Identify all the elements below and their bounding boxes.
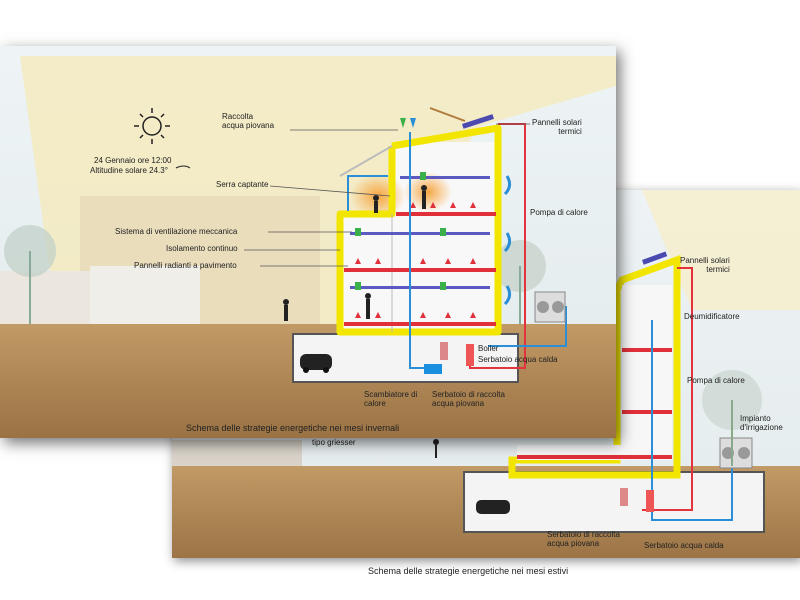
label-rain-collection: Raccolta acqua piovana (222, 112, 275, 130)
label-rain-tank: Serbatoio di raccolta acqua piovana (432, 390, 505, 408)
label-rain-tank-summer: Serbatoio di raccolta acqua piovana (547, 530, 620, 548)
winter-diagram-card: 24 Gennaio ore 12:00 Altitudine solare 2… (0, 46, 616, 438)
label-griesser: tipo griesser (312, 438, 356, 447)
heat-pump-icon (534, 291, 566, 323)
label-heat-exchanger: Scambiatore di calore (364, 390, 418, 408)
label-solar-altitude: Altitudine solare 24.3° (90, 166, 168, 175)
winter-section-drawing (0, 46, 616, 438)
label-hot-tank-summer: Serbatoio acqua calda (644, 541, 724, 550)
label-hot-water-tank: Serbatoio acqua calda (478, 355, 558, 364)
sun-icon (134, 108, 170, 144)
label-solar-panels: Pannelli solari termici (532, 118, 582, 136)
label-radiant-floor: Pannelli radianti a pavimento (134, 261, 237, 270)
label-dehumidifier: Deumidificatore (684, 312, 740, 321)
caption-summer: Schema delle strategie energetiche nei m… (368, 566, 569, 576)
label-ventilation: Sistema di ventilazione meccanica (115, 227, 238, 236)
label-solar-panels-summer: Pannelli solari termici (680, 256, 730, 274)
label-greenhouse: Serra captante (216, 180, 269, 189)
label-heat-pump: Pompa di calore (530, 208, 588, 217)
caption-winter: Schema delle strategie energetiche nei m… (186, 423, 400, 433)
label-date: 24 Gennaio ore 12:00 (94, 156, 172, 165)
label-heat-pump-summer: Pompa di calore (687, 376, 745, 385)
label-irrigation: Impianto d'irrigazione (740, 414, 783, 432)
label-boiler: Boiler (478, 344, 499, 353)
label-insulation: Isolamento continuo (166, 244, 238, 253)
car-icon (300, 354, 332, 373)
car-icon (476, 500, 510, 514)
